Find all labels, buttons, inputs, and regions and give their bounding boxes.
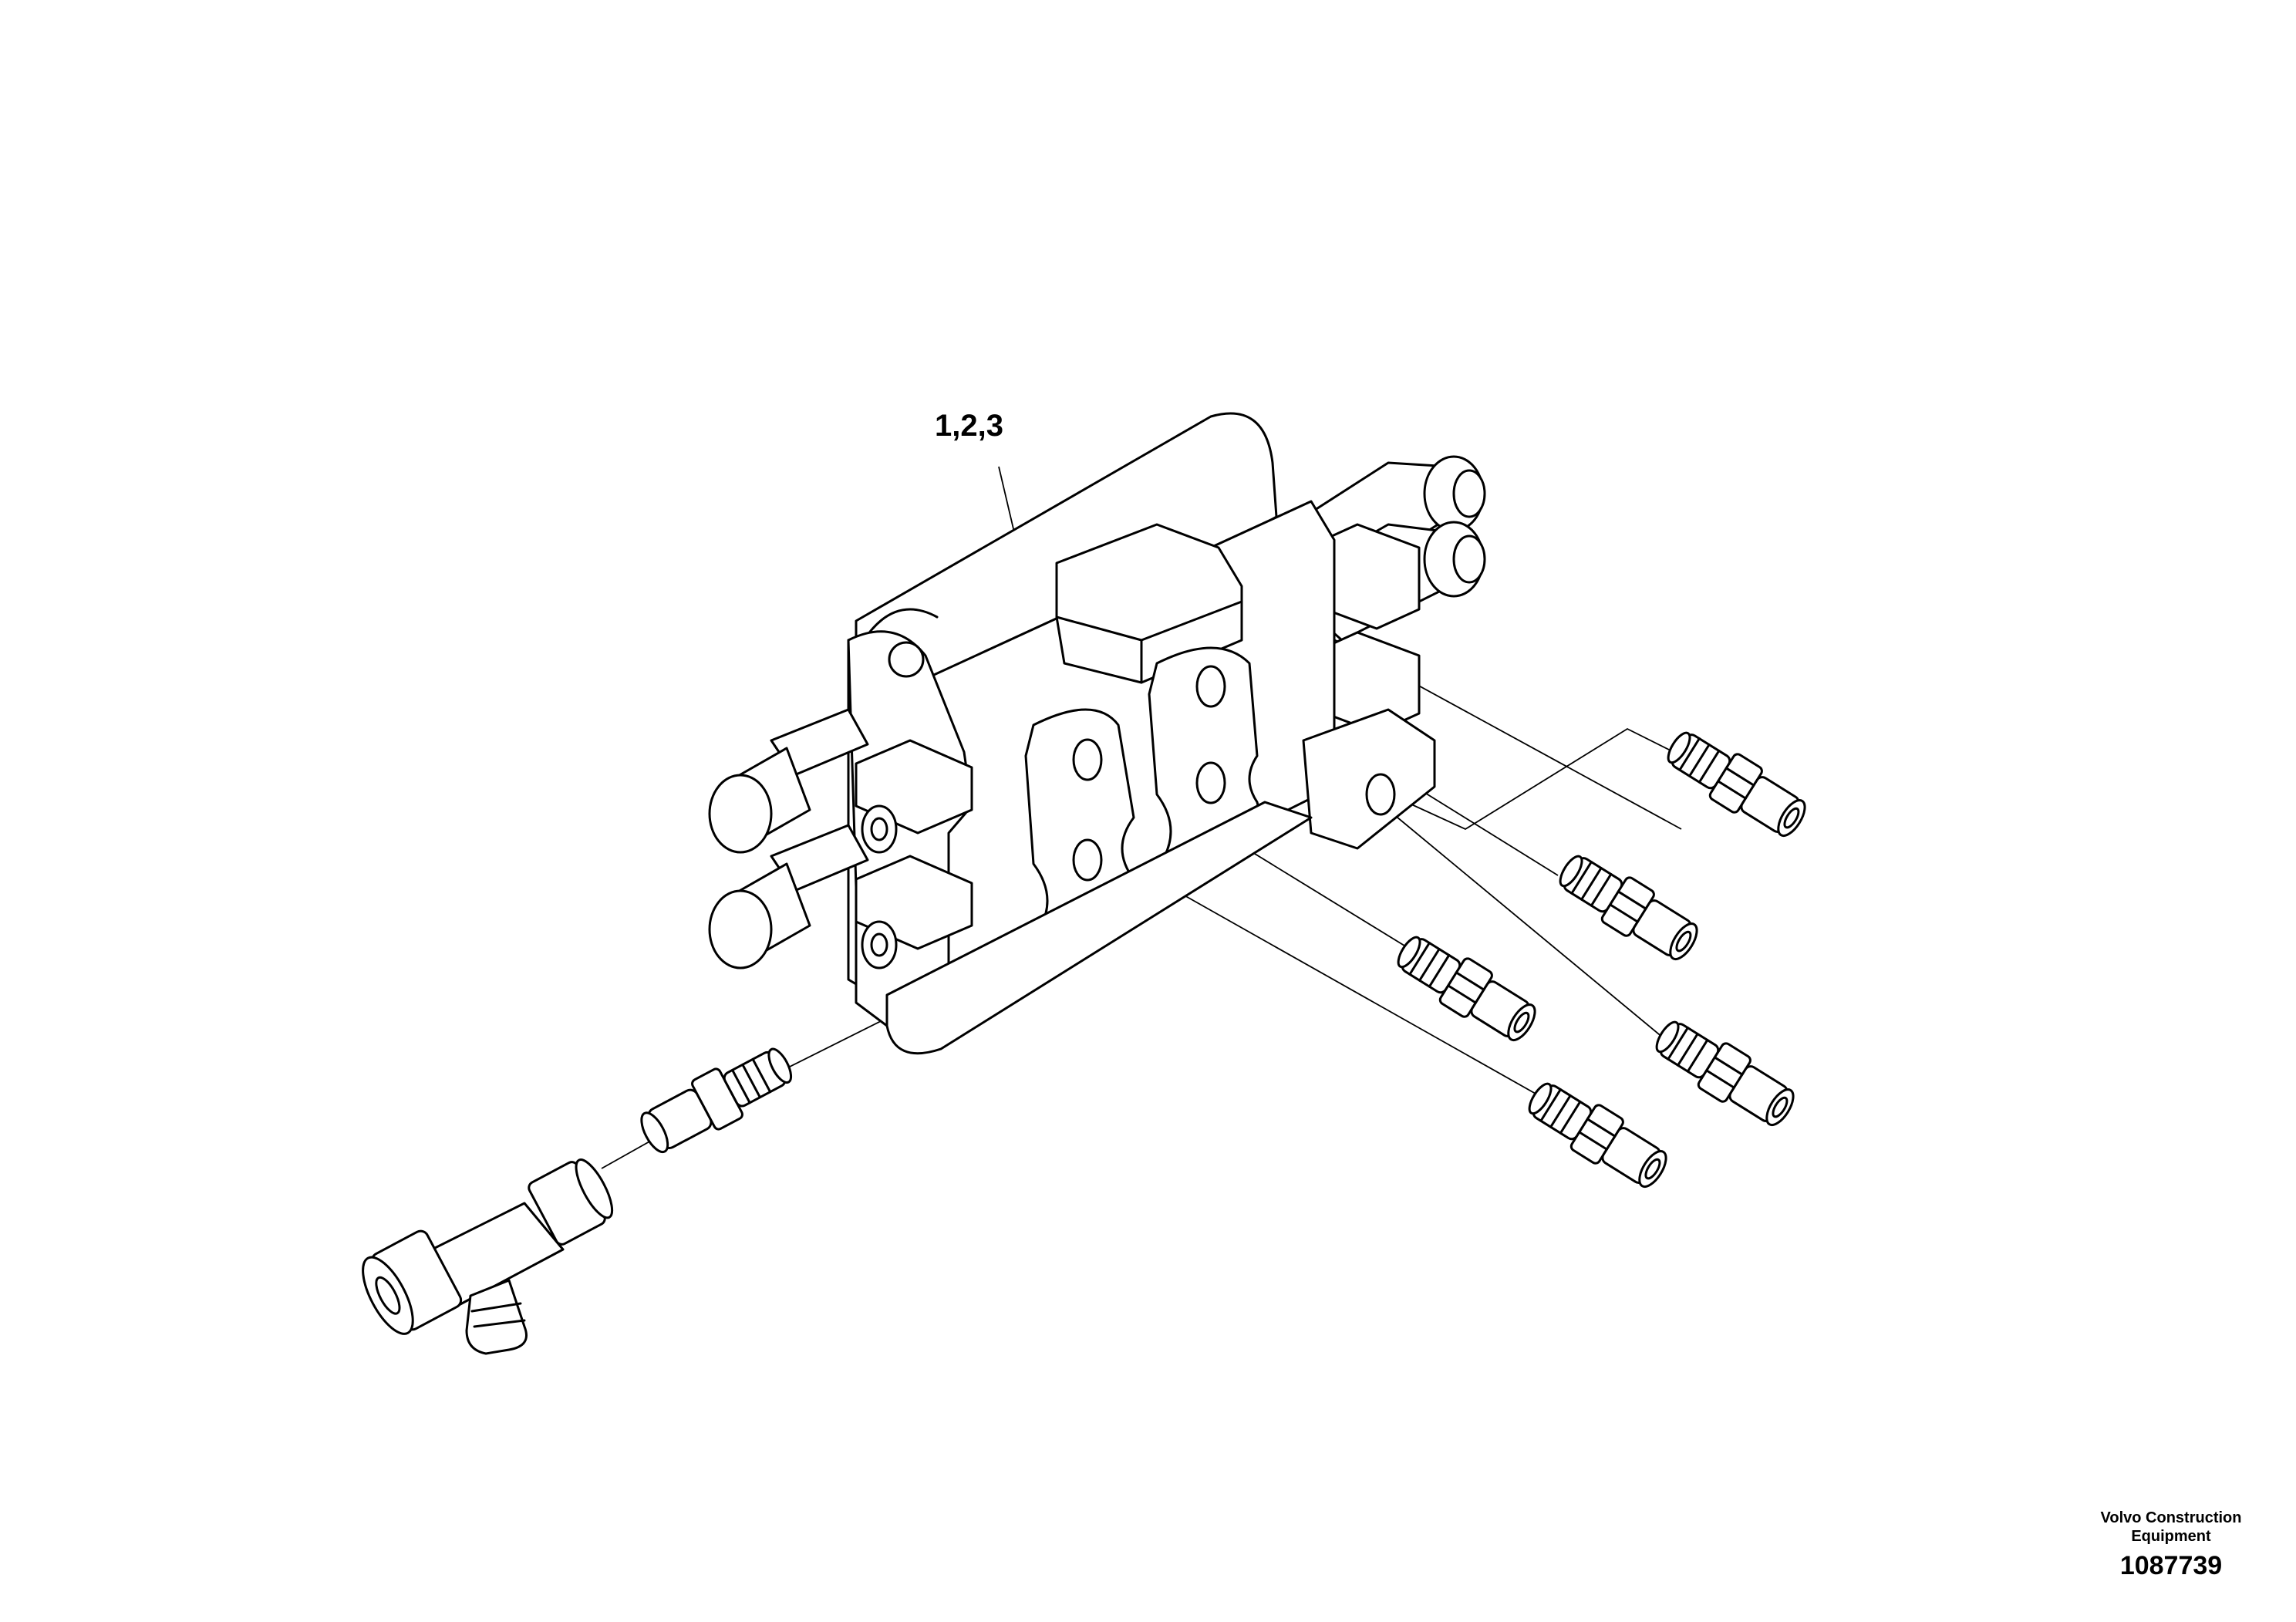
nipple-fitting bbox=[1397, 936, 1536, 1042]
control-valve-assembly bbox=[708, 412, 1486, 1055]
nipple-fitting bbox=[1667, 731, 1806, 838]
leader-line bbox=[1387, 809, 1682, 1054]
nipple-fitting bbox=[1528, 1082, 1667, 1189]
callout-leader bbox=[998, 466, 1015, 533]
company-name-line1: Volvo Construction bbox=[2100, 1509, 2242, 1526]
tee-fitting bbox=[362, 1158, 614, 1355]
callout-label: 1,2,3 bbox=[935, 409, 1003, 443]
left-fitting bbox=[640, 1047, 793, 1154]
leader-line bbox=[1372, 727, 1698, 831]
document-number: 1087739 bbox=[2119, 1551, 2223, 1580]
company-name-line2: Equipment bbox=[2131, 1528, 2211, 1545]
nipple-fitting bbox=[1559, 855, 1698, 961]
footer-block: Volvo Construction Equipment 1087739 bbox=[2075, 1509, 2267, 1581]
nipple-fitting bbox=[1655, 1020, 1795, 1127]
fittings-right bbox=[1397, 731, 1806, 1189]
leader-line bbox=[770, 1013, 895, 1077]
